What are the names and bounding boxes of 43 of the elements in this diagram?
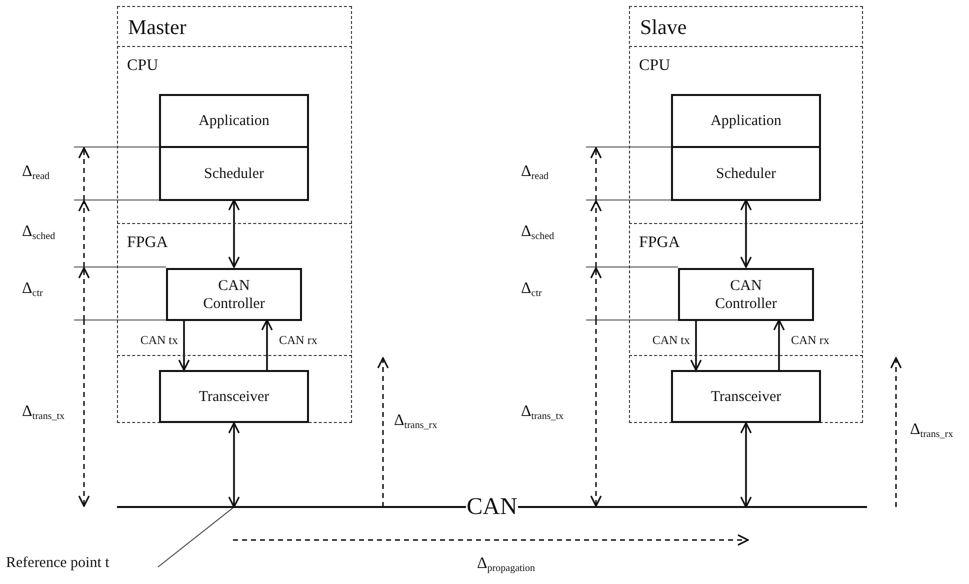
arrow — [261, 319, 273, 370]
delay-label: Δ$_{ctr}$ — [22, 280, 43, 299]
edge-label: CAN rx — [791, 333, 830, 347]
section-title: Slave — [640, 15, 687, 40]
dashed-section — [117, 223, 352, 356]
reference-label: Reference point t — [6, 555, 158, 579]
section-title: FPGA — [127, 234, 168, 252]
section-title: CPU — [127, 57, 158, 75]
section-title: FPGA — [639, 234, 680, 252]
edge-label: CAN rx — [279, 333, 318, 347]
process-box: CAN Controller — [678, 268, 814, 321]
arrow — [773, 319, 785, 370]
arrow — [228, 199, 240, 268]
dashed-section — [629, 223, 863, 356]
arrow — [740, 422, 752, 508]
leader-line — [158, 506, 234, 568]
section-title: Master — [128, 15, 186, 40]
delay-label: Δ$_{sched}$ — [521, 223, 554, 242]
process-box: Transceiver — [671, 370, 821, 423]
process-box: Transceiver — [159, 370, 309, 423]
process-box: Application — [671, 94, 821, 148]
edge-label: CAN tx — [140, 333, 178, 347]
arrow — [740, 199, 752, 268]
delay-label: Δ$_{read}$ — [22, 163, 50, 182]
arrow — [690, 320, 702, 371]
process-box: CAN Controller — [166, 268, 302, 321]
arrow — [178, 320, 190, 371]
process-box: Application — [159, 94, 309, 148]
delay-label: Δ$_{trans_rx}$ — [394, 412, 438, 431]
delay-label: Δ$_{ctr}$ — [521, 280, 542, 299]
delay-label: Δ$_{trans_tx}$ — [521, 403, 564, 422]
dashed-group-box — [117, 6, 352, 423]
delay-label: Δ$_{propagation}$ — [477, 555, 536, 574]
process-box: Scheduler — [671, 148, 821, 201]
arrow — [228, 422, 240, 508]
section-title: CPU — [639, 57, 670, 75]
delay-label: Δ$_{sched}$ — [22, 223, 56, 242]
delay-label: Δ$_{trans_tx}$ — [22, 403, 65, 422]
dashed-group-box — [629, 6, 863, 423]
delay-label: Δ$_{read}$ — [521, 163, 549, 182]
process-box: Scheduler — [159, 148, 309, 201]
edge-label: CAN tx — [652, 333, 690, 347]
delay-label: Δ$_{trans_rx}$ — [910, 421, 954, 440]
